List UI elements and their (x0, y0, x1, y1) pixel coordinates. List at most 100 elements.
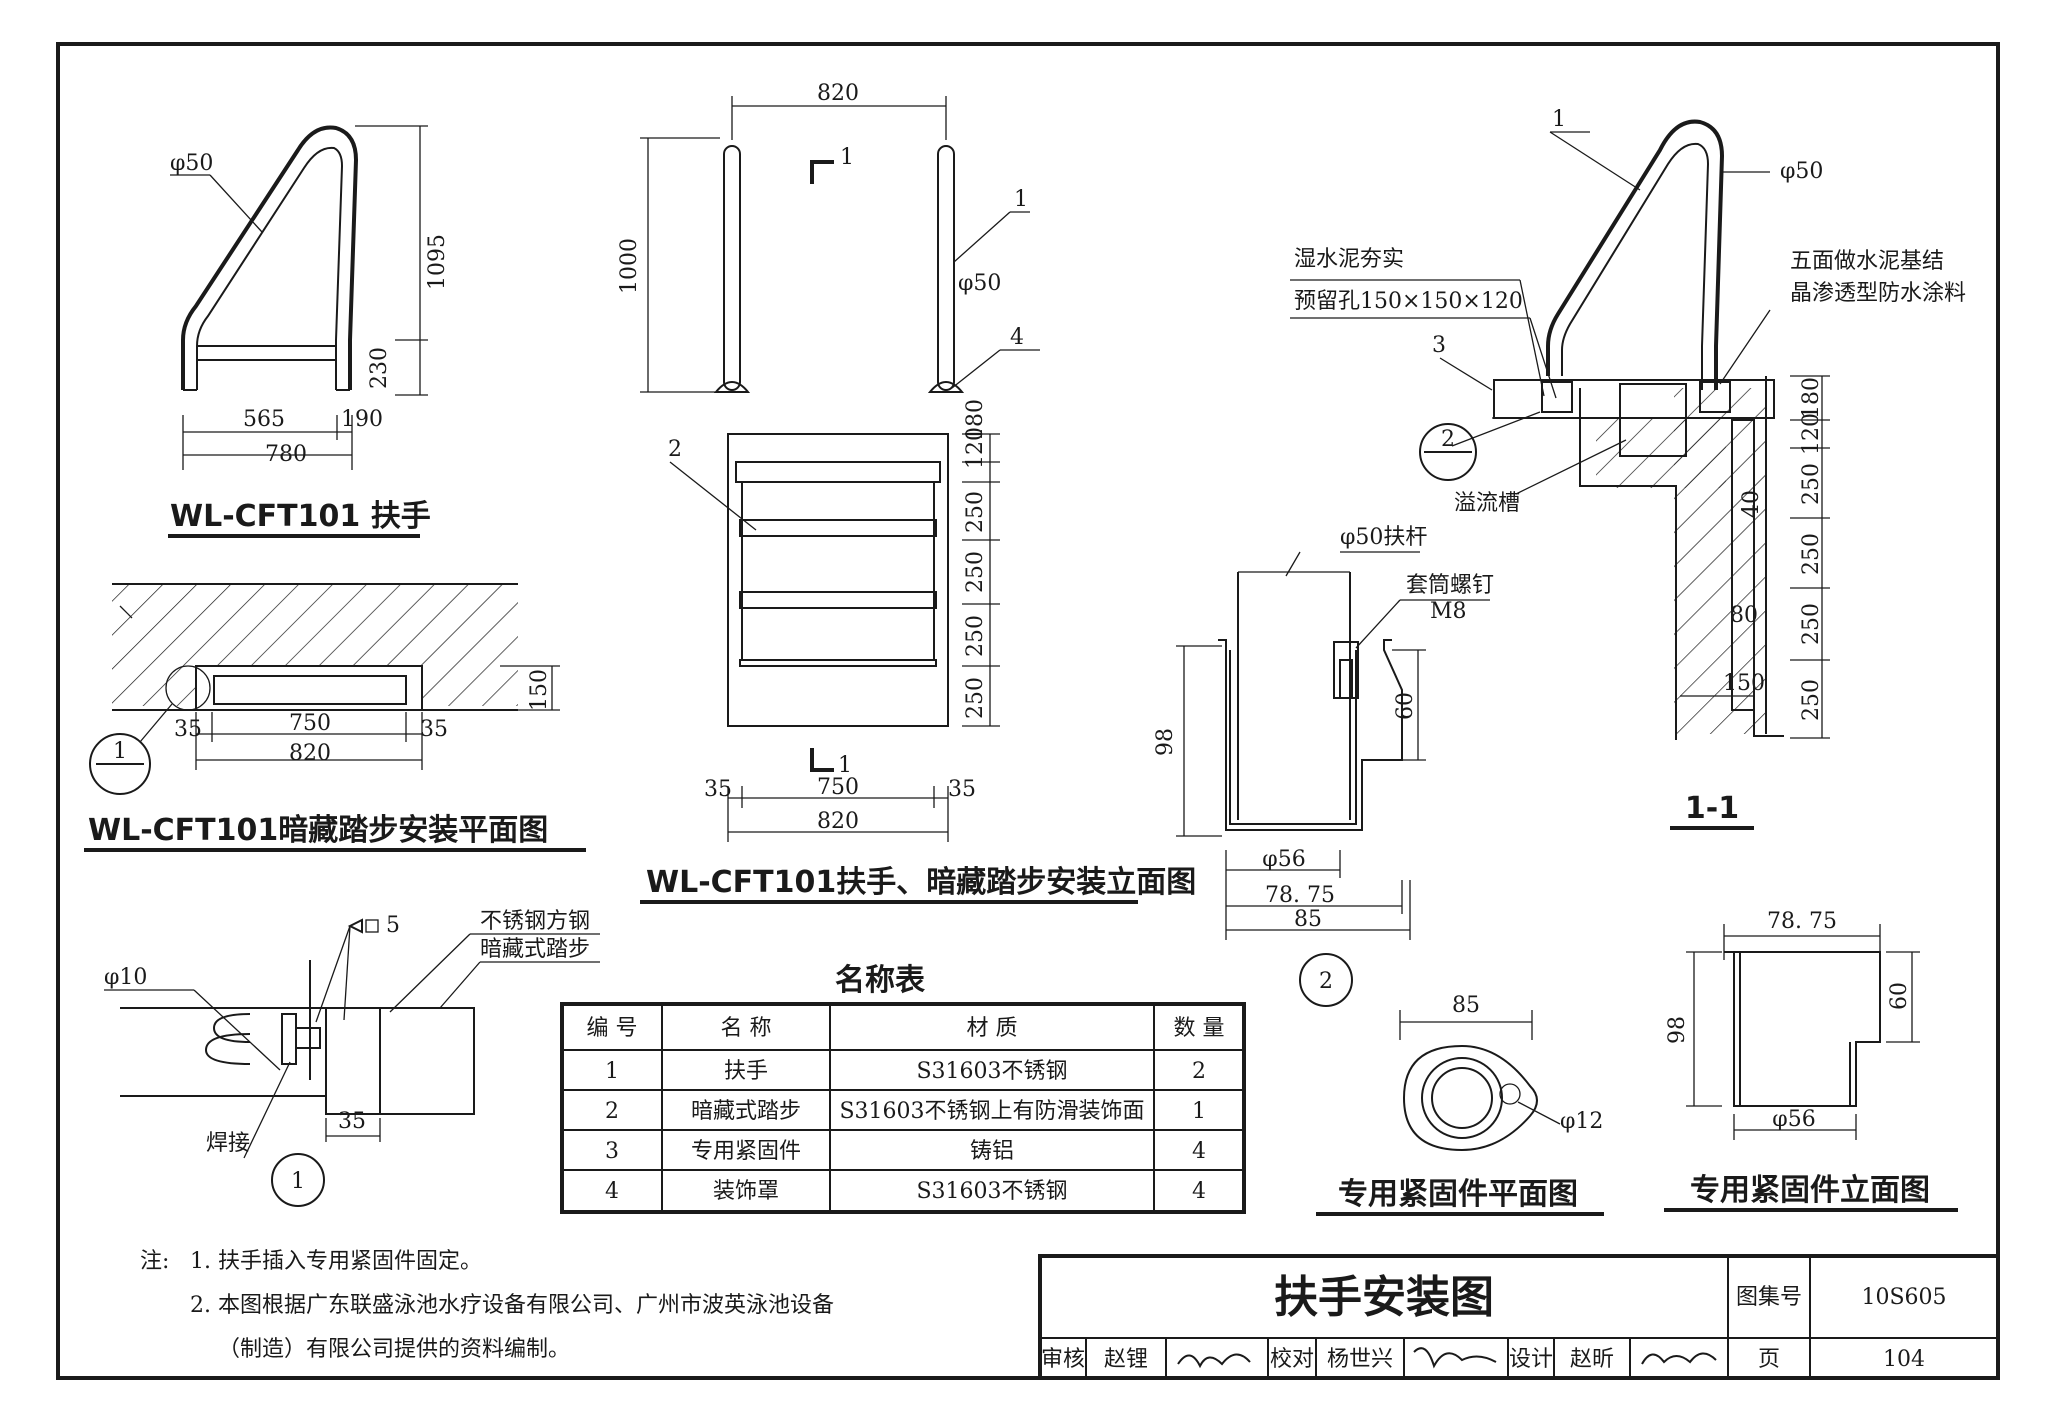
table-cell: 暗藏式踏步 (691, 1099, 801, 1124)
sec-note3b: 晶渗透型防水涂料 (1790, 281, 1966, 306)
parts-table (560, 1002, 1246, 1214)
d1-mat2: 暗藏式踏步 (480, 937, 590, 962)
design-label: 设计 (1509, 1347, 1553, 1372)
sec-d250c: 250 (1799, 603, 1824, 645)
section-1-1-drawing (1290, 119, 1830, 740)
plan-d35b: 35 (420, 717, 448, 742)
d2-rod: φ50扶杆 (1340, 525, 1427, 550)
table-cell: 扶手 (724, 1059, 768, 1084)
d2-tag: 2 (1319, 969, 1333, 994)
table-cell: 3 (605, 1139, 619, 1164)
table-header: 材 质 (967, 1016, 1018, 1041)
checker-name: 杨世兴 (1327, 1347, 1393, 1372)
elev-w820: 820 (817, 81, 859, 106)
elev-n2: 2 (668, 437, 682, 462)
sec-note2: 预留孔150×150×120 (1294, 289, 1523, 314)
table-cell: S31603不锈钢 (916, 1059, 1067, 1084)
d2-h60: 60 (1393, 692, 1418, 720)
step-elevation-drawing (640, 96, 1040, 842)
plan-ref: 1 (113, 739, 127, 764)
fe-h60: 60 (1887, 982, 1912, 1010)
page-label: 页 (1758, 1347, 1780, 1372)
designer-signature (1641, 1352, 1717, 1365)
table-header: 名 称 (721, 1016, 772, 1041)
d2-d85: 85 (1294, 907, 1322, 932)
checker-signature (1413, 1347, 1497, 1369)
fe-d7875: 78. 75 (1767, 909, 1837, 934)
step-plan-drawing (89, 583, 560, 795)
sec-d250b: 250 (1799, 533, 1824, 575)
table-cell: S31603不锈钢上有防滑装饰面 (839, 1099, 1144, 1124)
fastener-elev-drawing (1686, 924, 1920, 1140)
elev-cut-bottom: 1 (838, 753, 852, 778)
sec-n3: 3 (1432, 333, 1446, 358)
table-cell: 4 (605, 1179, 619, 1204)
d1-weld: 焊接 (206, 1131, 250, 1156)
review-label: 审核 (1041, 1347, 1085, 1372)
table-cell: 2 (605, 1099, 619, 1124)
detail-1-drawing (104, 918, 600, 1207)
elev-b35b: 35 (948, 777, 976, 802)
sheet-border (56, 42, 2000, 1380)
handrail-h-leg: 230 (367, 347, 392, 389)
fastener-plan-title: 专用紧固件平面图 (1338, 1177, 1578, 1212)
table-cell: 2 (1192, 1059, 1206, 1084)
d1-mat1: 不锈钢方钢 (480, 909, 590, 934)
sec-d250d: 250 (1799, 679, 1824, 721)
elev-n1: 1 (1014, 187, 1028, 212)
sec-note3a: 五面做水泥基结 (1790, 249, 1944, 274)
elev-b820: 820 (817, 809, 859, 834)
sec-d250a: 250 (1799, 463, 1824, 505)
table-cell: S31603不锈钢 (916, 1179, 1067, 1204)
drawing-title: 扶手安装图 (1274, 1272, 1494, 1323)
fp-d12: φ12 (1560, 1109, 1603, 1134)
table-cell: 专用紧固件 (691, 1139, 801, 1164)
elev-dia: φ50 (958, 271, 1001, 296)
elev-d250b: 250 (963, 551, 988, 593)
plan-d750: 750 (289, 711, 331, 736)
table-cell: 铸铝 (970, 1139, 1014, 1164)
note-1: 1. 扶手插入专用紧固件固定。 (190, 1249, 482, 1274)
fastener-elev-title: 专用紧固件立面图 (1690, 1173, 1930, 1208)
notes-prefix: 注: (140, 1249, 169, 1274)
plan-title: WL-CFT101暗藏踏步安装平面图 (88, 813, 548, 848)
elev-d180: 180 (963, 399, 988, 441)
section-title: 1-1 (1685, 791, 1739, 826)
elev-d120: 120 (963, 427, 988, 469)
detail-2-drawing (1176, 551, 1490, 1007)
sec-d40: 40 (1739, 490, 1764, 518)
table-cell: 4 (1192, 1139, 1206, 1164)
table-cell: 1 (1192, 1099, 1206, 1124)
sec-d180: 180 (1799, 377, 1824, 419)
elev-cut-top: 1 (840, 145, 854, 170)
fp-d85: 85 (1452, 993, 1480, 1018)
note-2a: 2. 本图根据广东联盛泳池水疗设备有限公司、广州市波英泳池设备 (190, 1293, 834, 1318)
handrail-dia: φ50 (170, 151, 213, 176)
d2-screw: 套筒螺钉 (1406, 573, 1494, 598)
fastener-plan-drawing (1399, 1010, 1561, 1152)
sec-ref2: 2 (1441, 427, 1455, 452)
sec-d120: 120 (1799, 413, 1824, 455)
d2-h98: 98 (1153, 728, 1178, 756)
fe-d56: φ56 (1772, 1107, 1815, 1132)
atlas-label: 图集号 (1736, 1285, 1802, 1310)
table-cell: 4 (1192, 1179, 1206, 1204)
handrail-drawing (170, 125, 428, 470)
handrail-title: WL-CFT101 扶手 (170, 499, 431, 534)
note-2b: （制造）有限公司提供的资料编制。 (218, 1337, 570, 1362)
reviewer-signature (1177, 1353, 1251, 1369)
elev-d250d: 250 (963, 677, 988, 719)
handrail-w-total: 780 (265, 442, 307, 467)
sec-d80: 80 (1730, 603, 1758, 628)
d1-tag: 1 (291, 1169, 305, 1194)
handrail-h-total: 1095 (425, 234, 450, 290)
table-title: 名称表 (835, 963, 925, 998)
sec-note1: 湿水泥夯实 (1294, 247, 1404, 272)
plan-d35a: 35 (174, 717, 202, 742)
designer-name: 赵昕 (1570, 1347, 1614, 1372)
elev-n4: 4 (1010, 325, 1024, 350)
d2-m8: M8 (1430, 599, 1467, 624)
sec-trough: 溢流槽 (1454, 491, 1520, 516)
elev-title: WL-CFT101扶手、暗藏踏步安装立面图 (646, 865, 1196, 900)
